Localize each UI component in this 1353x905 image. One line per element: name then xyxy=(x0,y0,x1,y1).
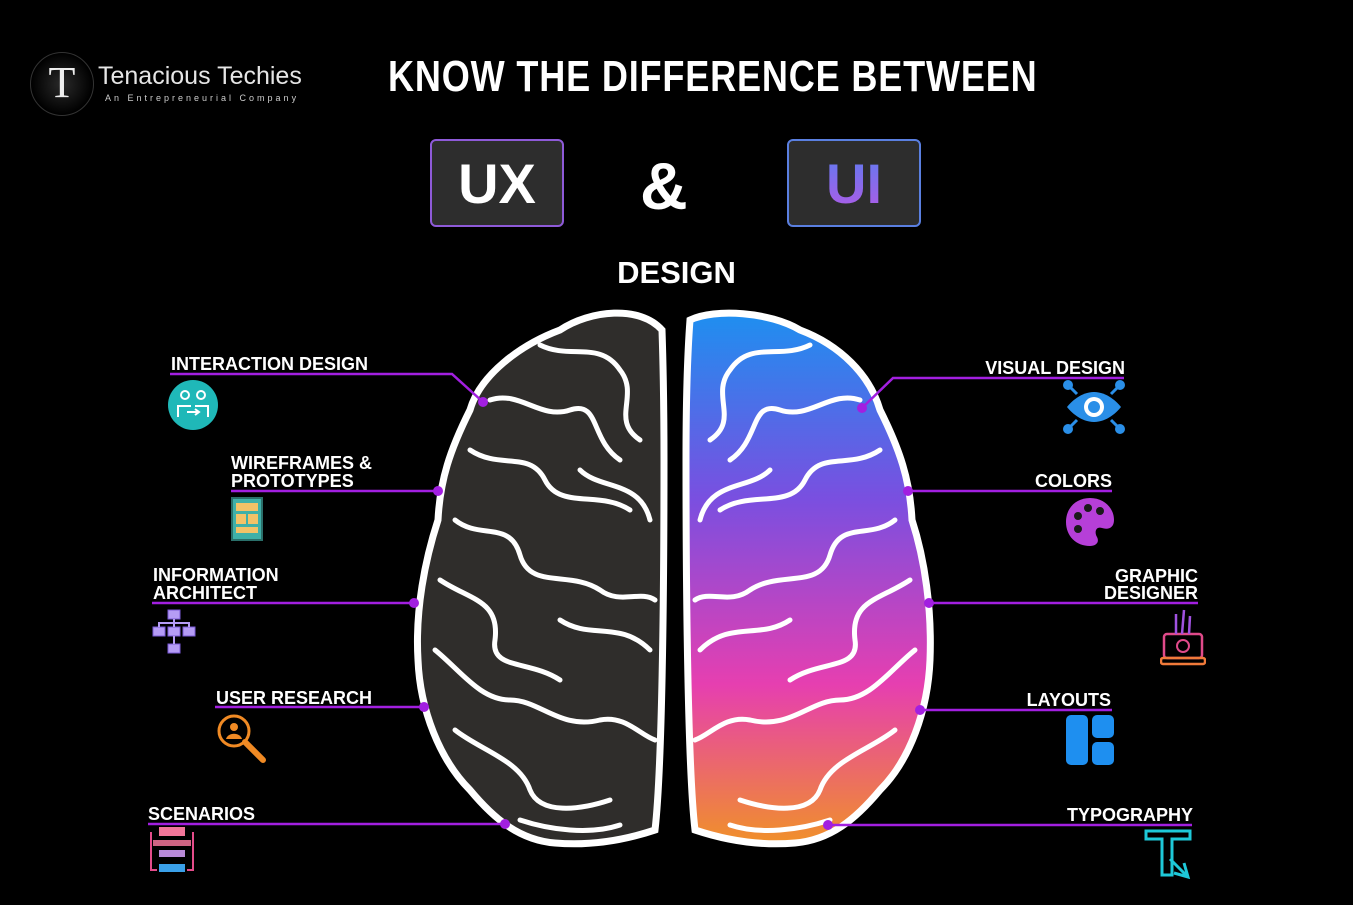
left-connector-dots xyxy=(409,397,510,829)
ui-label: UI xyxy=(826,151,882,215)
label-wireframes-line1: WIREFRAMES & xyxy=(231,453,372,473)
left-folds xyxy=(432,342,658,833)
user-search-icon xyxy=(217,714,266,763)
wireframe-icon xyxy=(231,497,263,541)
ui-box: UI xyxy=(787,139,921,227)
ux-label: UX xyxy=(458,151,536,215)
laptop-pen-icon xyxy=(1160,609,1206,666)
design-heading: DESIGN xyxy=(617,255,736,290)
layout-icon xyxy=(1066,715,1114,765)
logo-name: Tenacious Techies xyxy=(98,62,302,90)
label-wireframes-line2: PROTOTYPES xyxy=(231,471,354,491)
label-graphic-line1: GRAPHIC xyxy=(1114,566,1198,586)
label-information-line2: ARCHITECT xyxy=(153,583,257,603)
sitemap-icon xyxy=(152,609,196,654)
palette-icon xyxy=(1066,498,1114,546)
left-hemisphere xyxy=(414,309,668,848)
right-folds xyxy=(692,342,918,833)
label-information-line1: INFORMATION xyxy=(153,565,279,585)
page-title: KNOW THE DIFFERENCE BETWEEN xyxy=(388,52,1038,101)
left-connectors xyxy=(148,372,505,826)
right-connectors xyxy=(828,376,1198,827)
right-connector-dots xyxy=(823,403,934,830)
ampersand: & xyxy=(640,149,688,223)
logo-tagline: An Entrepreneurial Company xyxy=(105,93,300,103)
scenarios-icon xyxy=(150,827,194,872)
label-interaction-design: INTERACTION DESIGN xyxy=(171,354,369,374)
label-scenarios: SCENARIOS xyxy=(148,804,256,824)
label-graphic-line2: DESIGNER xyxy=(1103,583,1198,603)
label-visual-design: VISUAL DESIGN xyxy=(985,358,1125,378)
eye-icon xyxy=(1063,380,1125,434)
typography-icon xyxy=(1144,829,1192,879)
connector-interaction xyxy=(170,372,484,403)
label-layouts: LAYOUTS xyxy=(1026,690,1111,710)
ux-box: UX xyxy=(430,139,564,227)
connector-visual xyxy=(861,376,1124,409)
label-user-research: USER RESEARCH xyxy=(216,688,373,708)
label-colors: COLORS xyxy=(1034,471,1112,491)
label-typography: TYPOGRAPHY xyxy=(1066,805,1193,825)
brand-logo: T Tenacious Techies An Entrepreneurial C… xyxy=(30,52,330,116)
logo-mark: T xyxy=(30,52,94,116)
interaction-icon xyxy=(168,380,218,430)
